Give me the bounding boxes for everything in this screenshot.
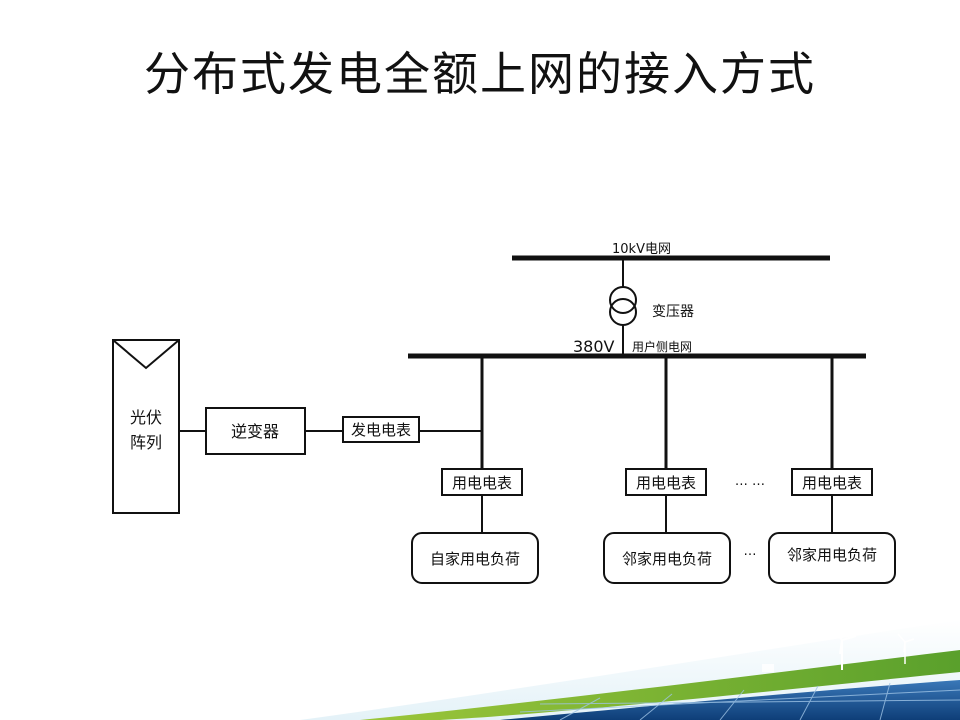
label-load: 自家用电负荷 [430,550,520,568]
slide-title: 分布式发电全额上网的接入方式 [144,47,816,101]
load-box [411,532,539,584]
generation-meter-box [342,416,420,443]
solar-field-background [300,620,960,720]
wind-turbine-icon [897,633,915,664]
label-pv-array-line1: 光伏 [130,408,162,427]
pv-array-symbol [112,339,180,514]
label-pv-array-line2: 阵列 [130,433,162,452]
transformer-icon [609,286,637,326]
label-user-side-grid: 用户侧电网 [632,339,692,354]
load-box [603,532,731,584]
ellipsis-loads: … [744,544,757,559]
label-consumption-meter: 用电电表 [636,474,696,492]
label-10kv-grid: 10kV电网 [612,242,671,257]
label-380v: 380V [573,337,615,356]
small-building-icon [762,664,774,672]
label-consumption-meter: 用电电表 [802,474,862,492]
wind-turbine-icon [831,627,857,670]
label-generation-meter: 发电电表 [351,421,411,439]
label-transformer: 变压器 [652,304,694,320]
inverter-box [205,407,306,455]
load-box [768,532,896,584]
label-load: 邻家用电负荷 [622,550,712,568]
label-load: 邻家用电负荷 [787,546,877,564]
label-consumption-meter: 用电电表 [452,474,512,492]
label-inverter: 逆变器 [231,422,279,441]
ellipsis-meters: … … [735,474,765,489]
